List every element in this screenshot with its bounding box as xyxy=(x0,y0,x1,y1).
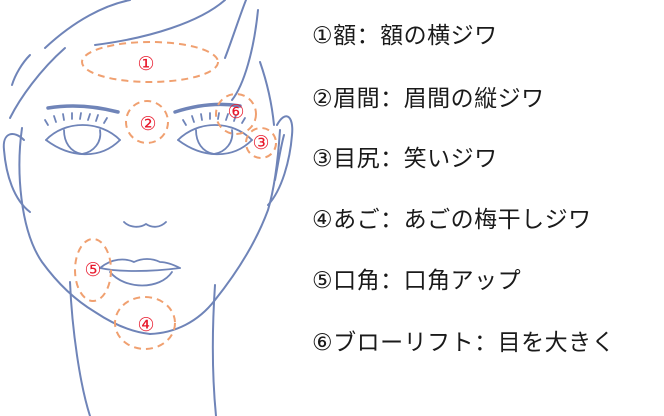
left-eyebrow xyxy=(46,104,120,114)
marker-number-6: ⑥ xyxy=(227,101,244,123)
hair-line xyxy=(259,61,275,126)
hair-line xyxy=(94,0,226,46)
left-ear xyxy=(2,133,31,213)
marker-circle-mouth-corner xyxy=(74,238,112,302)
neck-line xyxy=(211,284,217,416)
label-forehead: ①額：額の横ジワ xyxy=(312,23,498,49)
right-eyebrow xyxy=(173,102,242,114)
marker-number-3: ③ xyxy=(252,132,269,154)
marker-number-1: ① xyxy=(137,53,154,75)
hair-line xyxy=(231,9,259,101)
right-ear-inner xyxy=(274,134,285,181)
label-glabella: ②眉間：眉間の縦ジワ xyxy=(312,86,545,112)
nose xyxy=(123,221,167,228)
face-outline xyxy=(18,127,151,335)
marker-number-2: ② xyxy=(139,113,156,135)
marker-circle-eye-corner xyxy=(245,127,277,159)
hair-line xyxy=(44,0,131,49)
hair-line xyxy=(224,0,247,59)
hair-line xyxy=(9,47,66,119)
marker-circle-chin xyxy=(114,296,176,350)
right-ear xyxy=(267,115,294,206)
neck-line xyxy=(69,281,91,416)
face-illustration: ① ② ③ ④ ⑤ ⑥ xyxy=(2,0,294,416)
marker-circle-forehead xyxy=(81,41,219,83)
label-mouth-corner: ⑤口角：口角アップ xyxy=(312,268,522,294)
right-eye xyxy=(177,112,253,156)
wrinkle-area-list: ①額：額の横ジワ ②眉間：眉間の縦ジワ ③目尻：笑いジワ ④あご：あごの梅干しジ… xyxy=(312,0,664,416)
hair-line xyxy=(11,54,31,86)
left-eye xyxy=(44,112,121,156)
marker-circle-brow xyxy=(215,93,257,135)
face-outline xyxy=(149,129,281,335)
label-eye-corner: ③目尻：笑いジワ xyxy=(312,146,498,172)
marker-number-5: ⑤ xyxy=(84,259,101,281)
label-brow-lift: ⑥ブローリフト：目を大きく xyxy=(312,330,616,356)
marker-number-4: ④ xyxy=(137,314,154,336)
marker-circle-glabella xyxy=(125,100,169,144)
label-chin: ④あご：あごの梅干しジワ xyxy=(312,207,592,233)
mouth xyxy=(99,258,181,287)
